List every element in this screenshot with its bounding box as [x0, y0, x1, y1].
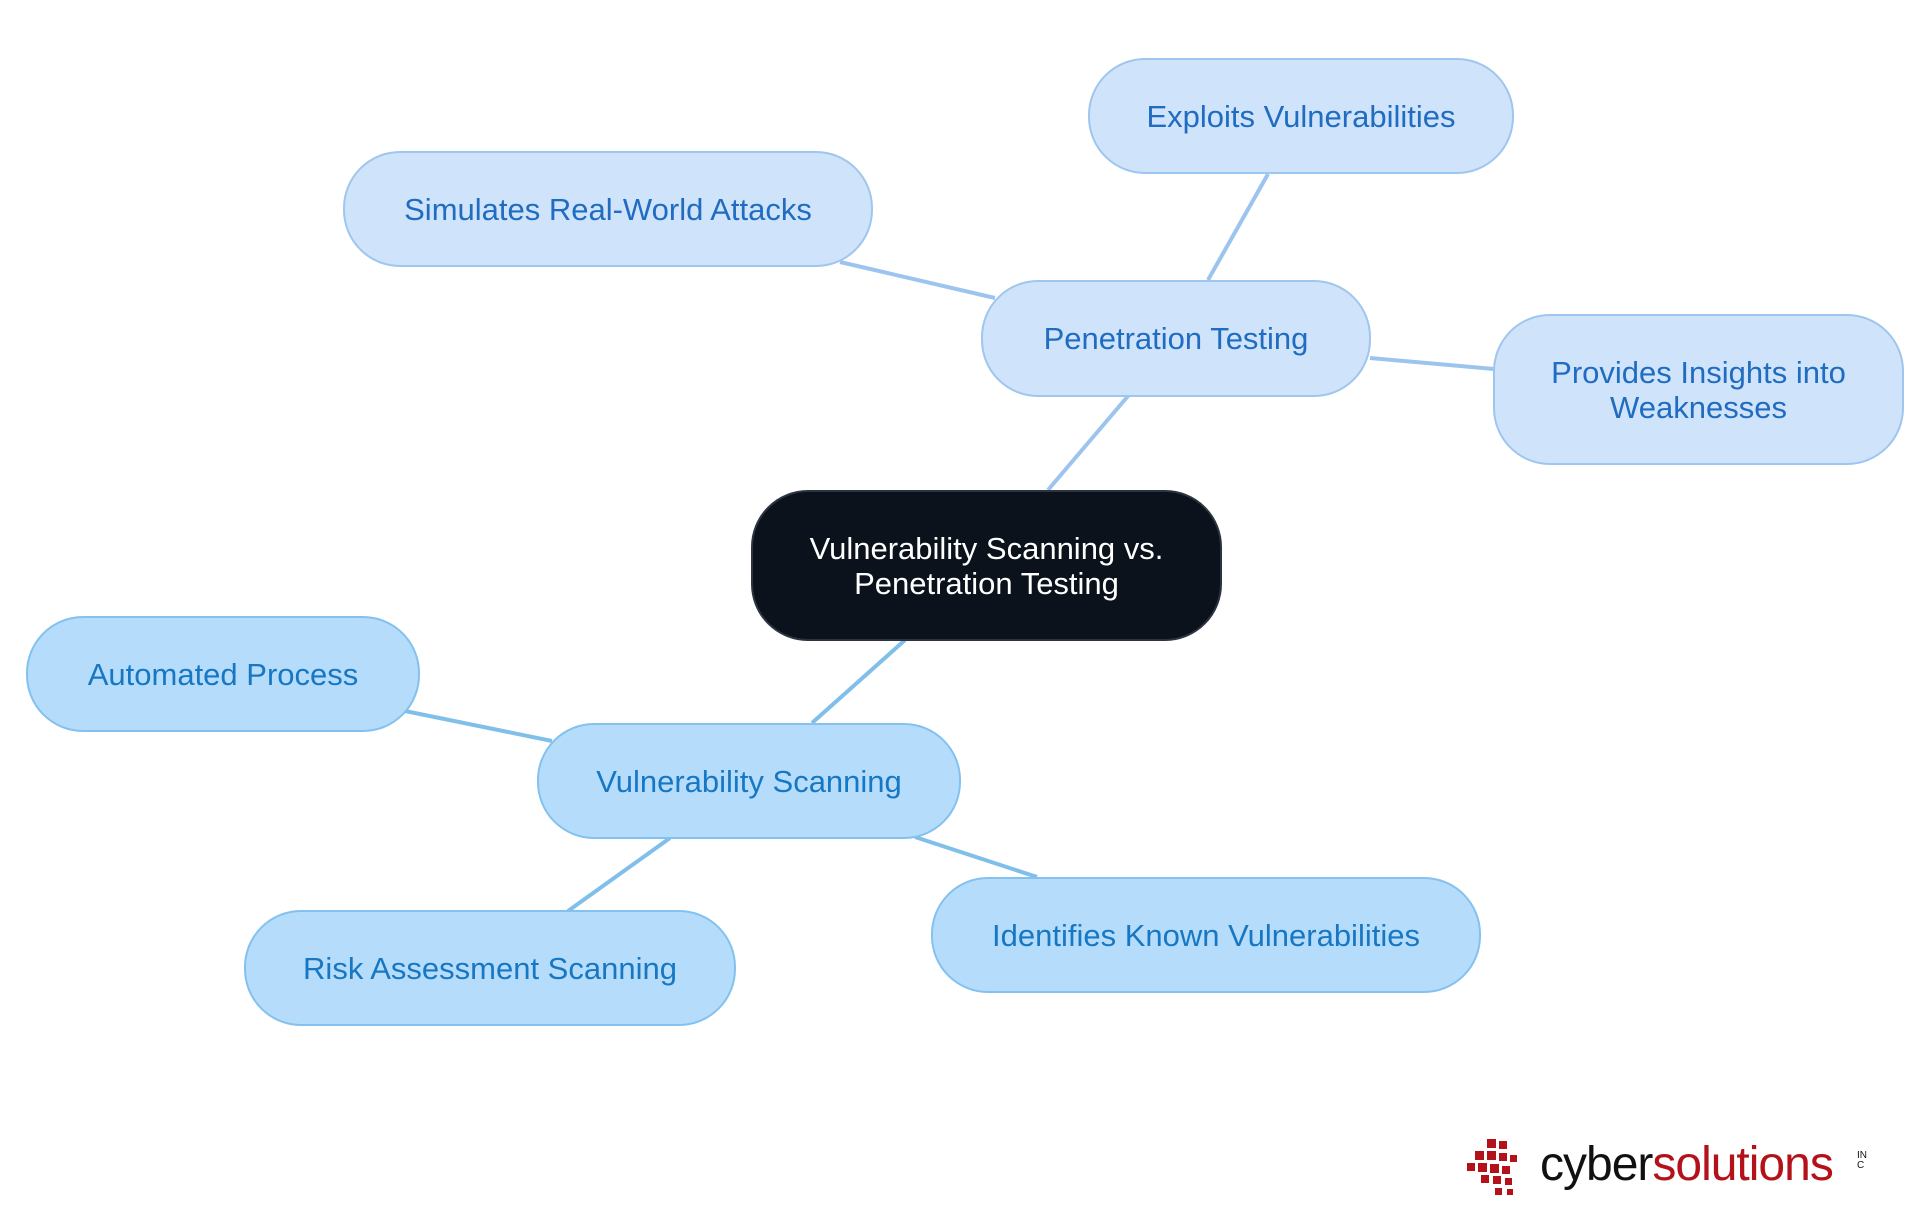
leaf-node-label: Provides Insights into Weaknesses — [1551, 354, 1846, 425]
branch-node-vulnerability-scanning: Vulnerability Scanning — [537, 723, 961, 839]
root-node-label: Vulnerability Scanning vs. Penetration T… — [809, 530, 1164, 601]
logo-word-part2: solutions — [1652, 1138, 1833, 1191]
leaf-node-provides-insights-into-weaknesses: Provides Insights into Weaknesses — [1493, 314, 1904, 465]
edge-vulnerability-scanning-automated — [404, 709, 553, 743]
branch-node-label: Penetration Testing — [1043, 321, 1309, 356]
edge-root-vulnerability-scanning — [810, 638, 907, 725]
leaf-node-simulates-real-world-attacks: Simulates Real-World Attacks — [343, 151, 873, 267]
logo-mark-icon — [1467, 1139, 1517, 1195]
edge-vulnerability-scanning-identifies — [914, 835, 1038, 879]
logo-suffix: INC — [1857, 1150, 1867, 1171]
edge-penetration-testing-exploits — [1206, 173, 1270, 281]
leaf-node-label: Risk Assessment Scanning — [303, 950, 677, 986]
leaf-node-identifies-known-vulnerabilities: Identifies Known Vulnerabilities — [931, 877, 1481, 993]
leaf-node-exploits-vulnerabilities: Exploits Vulnerabilities — [1088, 58, 1514, 174]
branch-node-label: Vulnerability Scanning — [596, 763, 902, 799]
company-logo: cybersolutions INC — [1465, 1125, 1885, 1205]
leaf-node-label: Automated Process — [87, 656, 359, 692]
logo-word-part1: cyber — [1540, 1138, 1653, 1191]
leaf-node-label: Identifies Known Vulnerabilities — [992, 917, 1420, 953]
root-node: Vulnerability Scanning vs. Penetration T… — [751, 490, 1222, 641]
branch-node-penetration-testing: Penetration Testing — [981, 280, 1371, 397]
leaf-node-label: Simulates Real-World Attacks — [404, 191, 812, 227]
leaf-node-automated-process: Automated Process — [26, 616, 420, 732]
edge-penetration-testing-insights — [1369, 356, 1495, 371]
edge-penetration-testing-simulates — [839, 260, 996, 300]
edge-vulnerability-scanning-risk — [566, 836, 672, 913]
edge-root-penetration-testing — [1046, 394, 1130, 492]
leaf-node-risk-assessment-scanning: Risk Assessment Scanning — [244, 910, 736, 1026]
logo-wordmark: cybersolutions — [1540, 1138, 1834, 1191]
leaf-node-label: Exploits Vulnerabilities — [1146, 98, 1456, 134]
